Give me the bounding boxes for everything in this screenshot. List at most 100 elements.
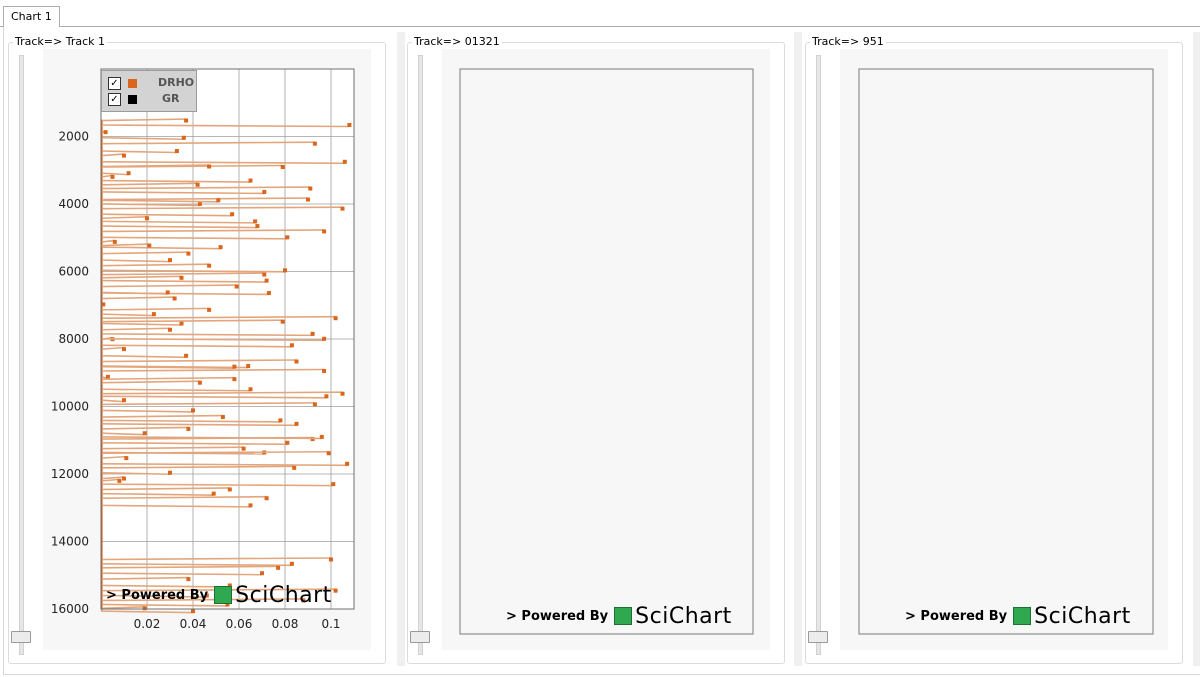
- series-drho-point: [262, 189, 267, 194]
- series-drho-segment: [101, 179, 251, 183]
- series-drho-segment: [101, 164, 210, 168]
- series-drho-point: [112, 239, 117, 244]
- series-drho-segment: [101, 191, 265, 195]
- legend-checkbox-drho[interactable]: ✓: [108, 77, 121, 90]
- track-slider[interactable]: [19, 55, 24, 655]
- series-drho-segment: [101, 391, 343, 395]
- legend-checkbox-gr[interactable]: ✓: [108, 93, 121, 106]
- y-tick-label: 4000: [58, 197, 89, 211]
- series-drho-segment: [101, 423, 297, 427]
- series-drho-point: [285, 235, 290, 240]
- series-drho-point: [301, 598, 306, 603]
- series-drho-segment: [101, 446, 244, 450]
- series-drho-point: [117, 478, 122, 483]
- series-drho-point: [227, 583, 232, 588]
- series-drho-point: [333, 588, 338, 593]
- track-slider-thumb[interactable]: [808, 631, 828, 643]
- series-drho-segment: [101, 225, 258, 229]
- series-drho-point: [322, 336, 327, 341]
- series-drho-segment: [101, 605, 145, 610]
- tab-chart-1[interactable]: Chart 1: [3, 6, 60, 27]
- series-drho-segment: [101, 598, 304, 602]
- series-drho-point: [168, 327, 172, 332]
- x-tick-label: 0.02: [134, 617, 161, 631]
- series-drho-segment: [101, 476, 125, 480]
- series-drho-point: [333, 316, 338, 321]
- series-drho-segment: [101, 296, 175, 300]
- series-drho-segment: [101, 136, 184, 141]
- series-drho-segment: [101, 333, 313, 337]
- series-drho-segment: [101, 402, 315, 406]
- series-drho-point: [230, 212, 235, 217]
- track-slider-thumb[interactable]: [11, 631, 31, 643]
- series-drho-point: [266, 290, 271, 295]
- series-drho-point: [216, 198, 221, 203]
- series-drho-segment: [101, 610, 194, 614]
- series-drho-segment: [101, 495, 267, 500]
- series-drho-point: [248, 503, 253, 508]
- series-drho-point: [191, 609, 195, 614]
- series-drho-segment: [101, 450, 329, 455]
- series-drho-segment: [101, 263, 210, 267]
- series-drho-point: [262, 272, 267, 277]
- scichart-logo-icon: [1013, 606, 1032, 625]
- series-drho-point: [294, 421, 299, 426]
- series-drho-point: [174, 149, 179, 154]
- series-drho-segment: [101, 313, 154, 317]
- series-drho-point: [124, 456, 129, 461]
- series-drho-point: [142, 431, 147, 436]
- series-drho-point: [324, 394, 329, 399]
- plot-frame: [858, 68, 1154, 635]
- series-drho-segment: [101, 463, 348, 467]
- series-drho-segment: [101, 279, 267, 283]
- series-drho-segment: [101, 432, 145, 436]
- series-drho-segment: [101, 239, 115, 243]
- series-drho-point: [207, 263, 212, 268]
- plot-frame: [459, 68, 754, 635]
- series-drho-segment: [101, 172, 129, 176]
- series-drho-point: [308, 186, 313, 191]
- watermark-prefix: > Powered By: [106, 588, 209, 603]
- series-drho-segment: [101, 376, 235, 380]
- series-drho-point: [312, 402, 317, 407]
- track-slider[interactable]: [816, 55, 821, 655]
- series-drho-point: [186, 577, 191, 582]
- series-drho-point: [165, 290, 170, 295]
- series-drho-point: [207, 307, 212, 312]
- series-drho-point: [234, 284, 239, 289]
- track-splitter[interactable]: [397, 32, 405, 666]
- series-drho-point: [283, 268, 287, 273]
- series-drho-segment: [101, 395, 327, 399]
- series-drho-point: [151, 312, 156, 317]
- series-drho-point: [340, 206, 345, 211]
- series-drho-point: [285, 440, 290, 445]
- series-drho-point: [278, 418, 283, 423]
- series-drho-point: [197, 380, 202, 385]
- series-drho-segment: [101, 565, 279, 569]
- series-drho-segment: [101, 584, 230, 588]
- series-drho-segment: [101, 243, 150, 247]
- series-drho-segment: [101, 419, 281, 423]
- series-drho-segment: [101, 572, 263, 576]
- track-title: Track=> 951: [810, 35, 886, 49]
- series-drho-point: [147, 243, 152, 248]
- scichart-logo-icon: [214, 585, 233, 604]
- series-drho-segment: [101, 124, 350, 128]
- y-tick-label: 16000: [51, 602, 89, 616]
- series-drho-segment: [101, 426, 189, 430]
- series-drho-point: [264, 278, 269, 283]
- track-slider[interactable]: [418, 55, 423, 655]
- series-drho-segment: [101, 153, 125, 157]
- series-drho-segment: [101, 213, 233, 217]
- series-drho-point: [122, 398, 126, 403]
- series-drho-segment: [101, 492, 214, 496]
- track-splitter[interactable]: [794, 32, 802, 666]
- track-splitter[interactable]: [1193, 32, 1200, 666]
- track-slider-thumb[interactable]: [410, 631, 430, 643]
- legend-swatch-gr: [128, 95, 137, 104]
- series-drho-segment: [101, 557, 332, 561]
- series-drho-point: [246, 364, 251, 369]
- series-drho-point: [280, 319, 285, 324]
- y-tick-label: 14000: [51, 535, 89, 549]
